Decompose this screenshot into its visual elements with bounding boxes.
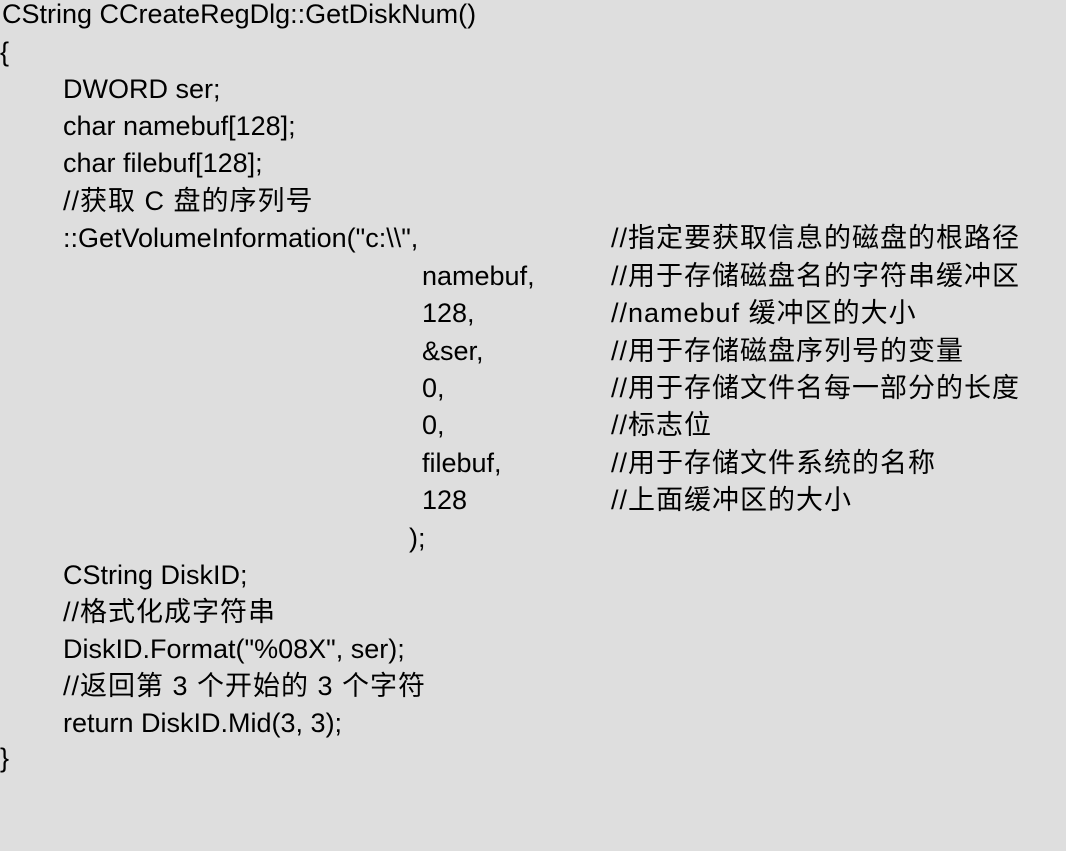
code-line: } (0, 740, 30, 777)
code-listing: CString CCreateRegDlg::GetDiskNum() { DW… (0, 0, 1020, 777)
code-comment: //用于存储磁盘序列号的变量 (611, 336, 965, 366)
code-comment: //格式化成字符串 (63, 597, 277, 627)
code-text: CString CCreateRegDlg::GetDiskNum() (2, 0, 477, 29)
code-text: CString DiskID; (63, 560, 248, 590)
code-text: DWORD ser; (63, 74, 221, 104)
code-text: char namebuf[128]; (63, 111, 296, 141)
code-line: filebuf, //用于存储文件系统的名称 (0, 445, 935, 482)
code-text: 0, (422, 410, 445, 440)
code-comment: //用于存储文件系统的名称 (611, 448, 937, 478)
code-text: ); (409, 523, 426, 553)
code-line: ); (0, 520, 426, 557)
code-text: } (0, 743, 10, 773)
code-line: //返回第 3 个开始的 3 个字符 (0, 668, 425, 705)
code-text: &ser, (422, 336, 484, 366)
code-line: ::GetVolumeInformation("c:\\", //指定要获取信息… (0, 220, 1019, 257)
code-comment: //标志位 (611, 410, 713, 440)
code-line: { (0, 34, 30, 71)
code-line: DWORD ser; (0, 71, 221, 108)
code-line: char namebuf[128]; (0, 108, 296, 145)
code-line: &ser, //用于存储磁盘序列号的变量 (0, 333, 963, 370)
code-line: 0, //标志位 (0, 407, 711, 444)
code-line: CString DiskID; (0, 557, 248, 594)
code-comment: //返回第 3 个开始的 3 个字符 (63, 671, 427, 701)
code-line: //获取 C 盘的序列号 (0, 183, 313, 220)
code-text: return DiskID.Mid(3, 3); (63, 708, 343, 738)
code-text: DiskID.Format("%08X", ser); (63, 634, 405, 664)
code-line: 128, //namebuf 缓冲区的大小 (0, 295, 916, 332)
code-text: char filebuf[128]; (63, 148, 263, 178)
code-text: 128, (422, 298, 475, 328)
code-line: 128 //上面缓冲区的大小 (0, 482, 851, 519)
code-line: DiskID.Format("%08X", ser); (0, 631, 405, 668)
code-line: char filebuf[128]; (0, 145, 263, 182)
code-line: return DiskID.Mid(3, 3); (0, 705, 342, 742)
code-text: ::GetVolumeInformation("c:\\", (63, 223, 419, 253)
code-comment: //指定要获取信息的磁盘的根路径 (611, 223, 1021, 253)
code-line: //格式化成字符串 (0, 594, 275, 631)
code-line: CString CCreateRegDlg::GetDiskNum() (0, 0, 476, 33)
code-comment: //获取 C 盘的序列号 (63, 186, 314, 216)
code-text: 128 (422, 485, 468, 515)
code-comment: //上面缓冲区的大小 (611, 485, 853, 515)
code-comment: //用于存储文件名每一部分的长度 (611, 373, 1021, 403)
code-text: namebuf, (422, 261, 535, 291)
code-text: filebuf, (422, 448, 502, 478)
code-text: 0, (422, 373, 445, 403)
code-line: namebuf, //用于存储磁盘名的字符串缓冲区 (0, 258, 1019, 295)
code-line: 0, //用于存储文件名每一部分的长度 (0, 370, 1019, 407)
code-comment: //用于存储磁盘名的字符串缓冲区 (611, 261, 1021, 291)
code-comment: //namebuf 缓冲区的大小 (611, 298, 917, 328)
code-text: { (0, 37, 10, 67)
